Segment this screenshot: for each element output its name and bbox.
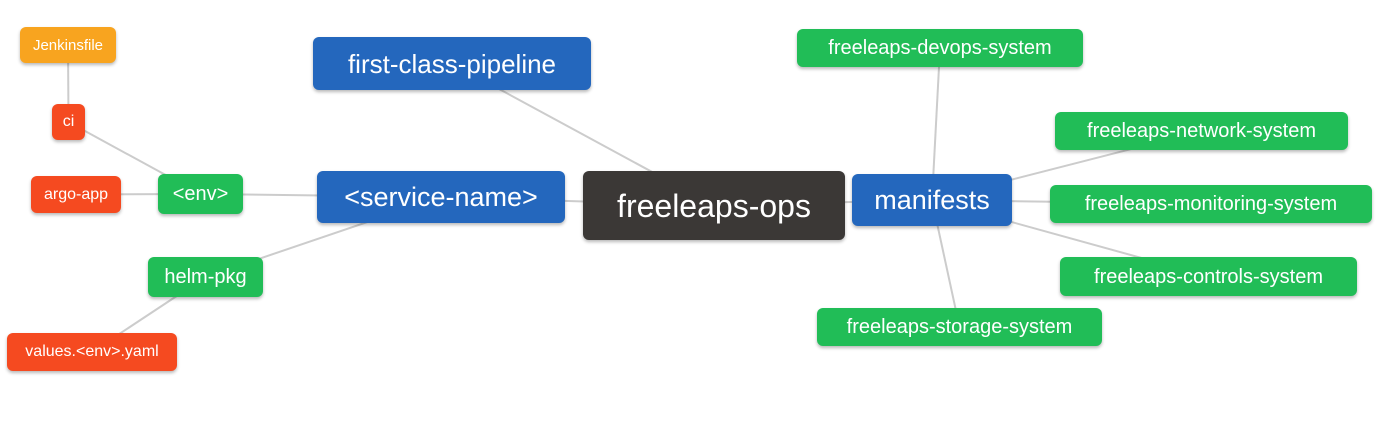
node-freeleaps-monitoring-system[interactable]: freeleaps-monitoring-system bbox=[1050, 185, 1372, 223]
node-first-class-pipeline[interactable]: first-class-pipeline bbox=[313, 37, 591, 90]
node-freeleaps-devops-system[interactable]: freeleaps-devops-system bbox=[797, 29, 1083, 67]
node-argo-app[interactable]: argo-app bbox=[31, 176, 121, 213]
node-label: Jenkinsfile bbox=[32, 36, 104, 54]
node-env[interactable]: <env> bbox=[158, 174, 243, 214]
node-freeleaps-ops[interactable]: freeleaps-ops bbox=[583, 171, 845, 240]
node-label: manifests bbox=[874, 184, 990, 215]
node-service-name[interactable]: <service-name> bbox=[317, 171, 565, 223]
node-label: freeleaps-controls-system bbox=[1094, 265, 1323, 288]
node-freeleaps-controls-system[interactable]: freeleaps-controls-system bbox=[1060, 257, 1357, 296]
node-label: helm-pkg bbox=[164, 266, 247, 288]
node-label: ci bbox=[62, 113, 75, 130]
node-label: freeleaps-ops bbox=[617, 187, 811, 224]
node-jenkinsfile[interactable]: Jenkinsfile bbox=[20, 27, 116, 63]
node-label: <env> bbox=[172, 183, 229, 205]
node-label: values.<env>.yaml bbox=[25, 343, 159, 360]
node-label: first-class-pipeline bbox=[347, 48, 557, 79]
node-helm-pkg[interactable]: helm-pkg bbox=[148, 257, 263, 297]
node-label: <service-name> bbox=[344, 181, 538, 212]
node-label: freeleaps-monitoring-system bbox=[1084, 193, 1338, 215]
node-freeleaps-network-system[interactable]: freeleaps-network-system bbox=[1055, 112, 1348, 150]
node-manifests[interactable]: manifests bbox=[852, 174, 1012, 226]
node-values-env-yaml[interactable]: values.<env>.yaml bbox=[7, 333, 177, 371]
node-freeleaps-storage-system[interactable]: freeleaps-storage-system bbox=[817, 308, 1102, 346]
node-label: argo-app bbox=[43, 185, 109, 203]
node-ci[interactable]: ci bbox=[52, 104, 85, 140]
node-label: freeleaps-devops-system bbox=[828, 37, 1052, 59]
node-label: freeleaps-storage-system bbox=[846, 316, 1073, 338]
node-label: freeleaps-network-system bbox=[1087, 120, 1316, 142]
